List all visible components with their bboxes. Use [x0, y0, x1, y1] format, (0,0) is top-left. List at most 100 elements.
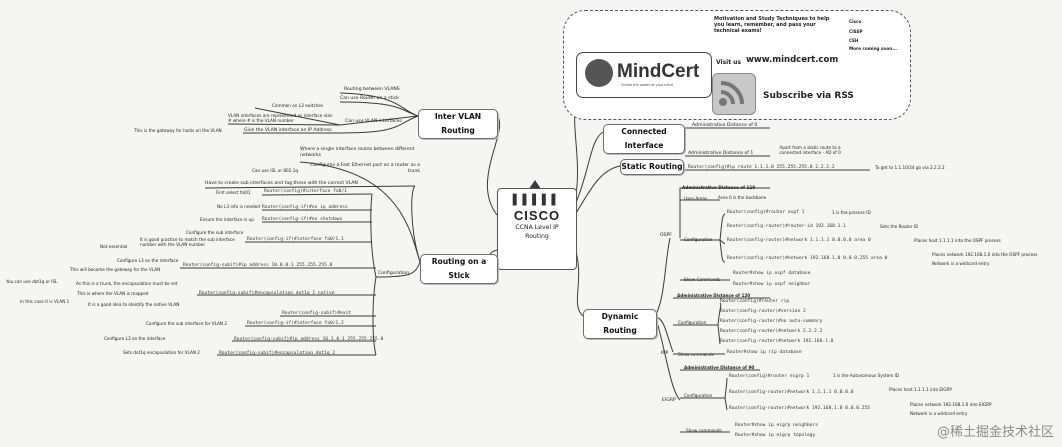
eigrp-command: Router(config-router)#network 1.1.1.1 0.…: [729, 390, 854, 395]
exam-more[interactable]: More coming soon...: [849, 46, 898, 51]
rss-feed-icon: [719, 81, 744, 106]
eigrp-ad: Administrative Distance of 90: [684, 365, 755, 370]
ospf-show-label: Show Commands: [684, 277, 721, 282]
dynamic-routing-node[interactable]: Dynamic Routing: [583, 309, 657, 339]
stick-note: No L3 info is needed: [217, 204, 260, 209]
mindcert-logo[interactable]: MindCert Online the power of your mind: [576, 52, 712, 98]
stick-note: This will become the gateway for the VLA…: [70, 267, 161, 272]
stick-command: Router(config)#interface fa0/1: [264, 189, 347, 194]
ospf-note: Places host 1.1.1.1 into the OSPF proces…: [914, 238, 1001, 243]
inter-vlan-item: Routing between VLANS: [344, 87, 400, 92]
stick-command: Router(config-subif)#ip address 10.1.0.1…: [234, 337, 384, 342]
stick-note: You can use dot1q or ISL: [6, 279, 58, 284]
eigrp-show-command: Router#show ip eigrp neighbors: [735, 423, 818, 428]
stick-command: Router(config-subif)#encapsulation dot1q…: [219, 351, 336, 356]
rip-command: Router(config-router)#network 2.2.2.2: [720, 329, 823, 334]
cisco-logo-text: CISCO: [513, 208, 561, 223]
central-title-line2: Routing: [525, 233, 549, 240]
eigrp-config-label: Configuration: [684, 393, 713, 398]
ospf-note: Network is a wildcard entry: [932, 261, 990, 266]
inter-vlan-item: Can use VLAN interfaces: [345, 119, 402, 124]
rip-config-label: Configuration: [678, 320, 707, 325]
stick-command: Router(config-if)#interface fa0/1.1: [247, 237, 344, 242]
ospf-command: Router(config)#router ospf 1: [727, 210, 805, 215]
routing-on-a-stick-node[interactable]: Routing on a Stick: [420, 254, 498, 284]
inter-vlan-routing-node[interactable]: Inter VLAN Routing: [418, 109, 498, 139]
ospf-command: Router(config-router)#network 1.1.1.1 0.…: [727, 238, 871, 243]
stick-note: First select fa0/1: [216, 190, 251, 195]
rss-icon[interactable]: [712, 73, 756, 115]
ospf-command: Router(config-router)#router-id 192.168.…: [727, 224, 846, 229]
eigrp-show-command: Router#show ip eigrp topology: [735, 433, 816, 438]
ospf-ad: Administrative Distance of 110: [682, 185, 756, 190]
stick-note: Configure the sub interface for VLAN 2: [146, 321, 228, 326]
connected-interface-node[interactable]: Connected Interface: [603, 124, 685, 154]
rip-command: Router(config)#router rip: [720, 299, 790, 304]
eigrp-command: Router(config-router)#network 192.168.1.…: [729, 406, 871, 411]
rip-ad: Administrative Distance of 120: [677, 293, 751, 298]
ospf-uses-areas: Uses Areas: [684, 196, 708, 201]
central-title-line1: CCNA Level IP: [515, 224, 559, 231]
stick-command: Router(config-subif)#ip address 10.0.0.1…: [183, 263, 333, 268]
static-ad: Administrative Distance of 1: [688, 151, 754, 156]
inter-vlan-item: VLAN interfaces are represented as inter…: [228, 113, 333, 123]
stick-command: Router(config-if)#no shutdown: [262, 217, 343, 222]
ospf-show-command: Router#show ip ospf database: [733, 271, 811, 276]
rip-command: Router(config-router)#no auto-summary: [720, 319, 823, 324]
static-routing-node[interactable]: Static Routing: [620, 159, 684, 175]
inter-vlan-item: Can use Router on a stick: [340, 96, 399, 101]
rip-command: Router(config-router)#version 2: [720, 309, 806, 314]
stick-note: Not essential: [100, 244, 128, 249]
stick-intro: Where a single interface routes between …: [300, 147, 415, 158]
connected-note: Administrative Distance of 0: [692, 123, 758, 128]
stick-intro: Can use ISL or 802.1q: [252, 168, 299, 173]
brain-icon: [585, 59, 613, 87]
ospf-label: OSPF: [660, 233, 672, 238]
eigrp-note: Places network 192.168.1.0 into EIGRP: [910, 402, 992, 407]
cisco-logo-icon: ▌▌▌▌▌: [512, 195, 562, 206]
inter-vlan-item: Common on L3 switches: [272, 103, 324, 108]
stick-note: Configure L3 on the interface: [117, 258, 179, 263]
stick-note: Ensure the interface is up: [200, 217, 254, 222]
exam-cissp[interactable]: CISSP: [849, 29, 863, 34]
ospf-note: Places network 192.168.1.0 into the OSPF…: [932, 252, 1038, 257]
static-command: Router(config)#ip route 1.1.1.0 255.255.…: [688, 165, 835, 170]
central-topic: ▌▌▌▌▌ CISCO CCNA Level IP Routing: [497, 188, 577, 270]
ospf-note: 1 is the process ID: [832, 210, 871, 215]
stick-note: This is where the VLAN is mapped: [77, 291, 149, 296]
eigrp-note: Network is a wildcard entry: [910, 411, 968, 416]
stick-note: It is a good idea to identify the native…: [88, 302, 180, 307]
stick-note: It is good practice to match the sub int…: [140, 237, 235, 247]
eigrp-label: EIGRP: [662, 398, 676, 403]
stick-intro: Configures a Fast Ethernet port on a rou…: [310, 163, 420, 174]
ospf-area0: Area 0 is the backbone: [718, 195, 767, 200]
ospf-show-command: Router#show ip ospf neighbor: [733, 282, 811, 287]
ospf-command: Router(config-router)#network 192.168.1.…: [727, 256, 888, 261]
stick-note: Configure the sub interface: [186, 230, 244, 235]
stick-note: In this case it is VLAN 1: [20, 299, 70, 304]
eigrp-note: 1 is the Autonomous System ID: [833, 373, 900, 378]
mindcert-logo-name: MindCert: [617, 61, 700, 82]
static-ad-note: Apart from a static route to a connected…: [779, 145, 841, 155]
visit-label: Visit us: [716, 59, 742, 66]
rip-show-command: Router#show ip rip database: [727, 350, 802, 355]
stick-note: As this is a trunk, the encapsulation mu…: [76, 281, 178, 286]
exam-cisco[interactable]: Cisco: [849, 19, 862, 24]
exam-ceh[interactable]: CEH: [849, 38, 859, 43]
static-command-note: To get to 1.1.10/24 go via 2.2.2.2: [875, 165, 945, 170]
mindcert-logo-tagline: Online the power of your mind: [621, 83, 673, 87]
site-watermark: @稀土掘金技术社区: [936, 425, 1054, 440]
stick-command: Router(config-if)#no ip address: [262, 205, 348, 210]
stick-config-label: Configuration: [378, 271, 410, 276]
eigrp-show-label: Show commands: [686, 428, 722, 433]
ospf-config-label: Configuration: [684, 237, 713, 242]
stick-command: Router(config-subif)#encapsulation dot1q…: [199, 291, 335, 296]
stick-command: Router(config-subif)#exit: [282, 311, 352, 316]
inter-vlan-item: This is the gateway for hosts on the VLA…: [134, 128, 222, 133]
eigrp-note: Places host 1.1.1.1 into EIGRP: [889, 387, 952, 392]
promo-motivation: Motivation and Study Techniques to help …: [714, 16, 830, 34]
rip-label: RIP: [661, 351, 669, 356]
mindcert-url[interactable]: www.mindcert.com: [746, 55, 839, 65]
rss-label[interactable]: Subscribe via RSS: [763, 91, 854, 101]
